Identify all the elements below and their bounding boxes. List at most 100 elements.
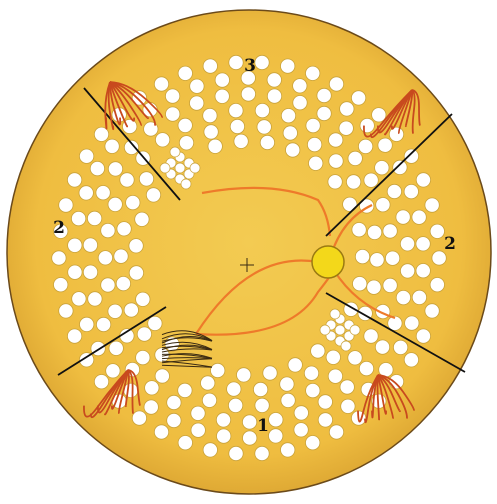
small-granule (330, 309, 340, 319)
granule (228, 398, 242, 412)
granule (304, 366, 318, 380)
granule (306, 436, 320, 450)
granule (355, 249, 369, 263)
granule (393, 160, 407, 174)
granule (83, 265, 97, 279)
granule (203, 108, 217, 122)
granule (109, 341, 123, 355)
granule (404, 149, 418, 163)
granule (341, 399, 355, 413)
granule (385, 251, 399, 265)
label-right: 2 (444, 234, 456, 254)
granule (96, 186, 110, 200)
granule (267, 89, 281, 103)
granule (80, 317, 94, 331)
granule (146, 188, 160, 202)
granule (255, 103, 269, 117)
granule (154, 425, 168, 439)
label-bottom: 1 (257, 416, 269, 436)
granule (416, 264, 430, 278)
granule (309, 156, 323, 170)
granule (293, 79, 307, 93)
granule (178, 383, 192, 397)
small-granule (341, 341, 351, 351)
granule (375, 340, 389, 354)
small-granule (350, 325, 360, 335)
granule (68, 238, 82, 252)
granule (328, 175, 342, 189)
granule (67, 329, 81, 343)
granule (191, 423, 205, 437)
granule (351, 91, 365, 105)
granule (120, 173, 134, 187)
granule (124, 303, 138, 317)
granule (280, 377, 294, 391)
granule (136, 350, 150, 364)
granule (281, 443, 295, 457)
granule (166, 107, 180, 121)
granule (311, 344, 325, 358)
granule (267, 73, 281, 87)
granule (139, 172, 153, 186)
granule (79, 149, 93, 163)
granule (126, 195, 140, 209)
granule (105, 139, 119, 153)
small-granule (170, 147, 180, 157)
granule (329, 154, 343, 168)
granule (412, 210, 426, 224)
granule (328, 369, 342, 383)
granule (135, 212, 149, 226)
granule (203, 443, 217, 457)
granule (108, 304, 122, 318)
granule (71, 211, 85, 225)
small-granule (190, 163, 200, 173)
granule (108, 162, 122, 176)
granule (87, 211, 101, 225)
granule (68, 265, 82, 279)
granule (116, 276, 130, 290)
granule (348, 151, 362, 165)
granule (339, 121, 353, 135)
granule (269, 413, 283, 427)
granule (329, 133, 343, 147)
granule (281, 393, 295, 407)
granule (90, 161, 104, 175)
granule (203, 59, 217, 73)
granule (364, 173, 378, 187)
granule (306, 383, 320, 397)
granule (230, 119, 244, 133)
granule (229, 446, 243, 460)
granule (293, 96, 307, 110)
granule (59, 198, 73, 212)
granule (88, 292, 102, 306)
granule (294, 423, 308, 437)
granule (416, 329, 430, 343)
small-granule (320, 325, 330, 335)
granule (229, 103, 243, 117)
granule (215, 73, 229, 87)
granule (101, 278, 115, 292)
granule (190, 96, 204, 110)
label-top: 3 (244, 56, 256, 76)
granule (375, 161, 389, 175)
granule (340, 380, 354, 394)
granule (243, 431, 257, 445)
granule (376, 198, 390, 212)
yellow-node (312, 246, 344, 278)
granule (281, 109, 295, 123)
granule (348, 351, 362, 365)
small-granule (181, 179, 191, 189)
granule (396, 290, 410, 304)
granule (167, 413, 181, 427)
granule (94, 375, 108, 389)
granule (179, 136, 193, 150)
granule (132, 411, 146, 425)
granule (257, 120, 271, 134)
granule (178, 66, 192, 80)
granule (416, 173, 430, 187)
granule (148, 316, 162, 330)
granule (227, 382, 241, 396)
granule (396, 210, 410, 224)
granule (412, 290, 426, 304)
